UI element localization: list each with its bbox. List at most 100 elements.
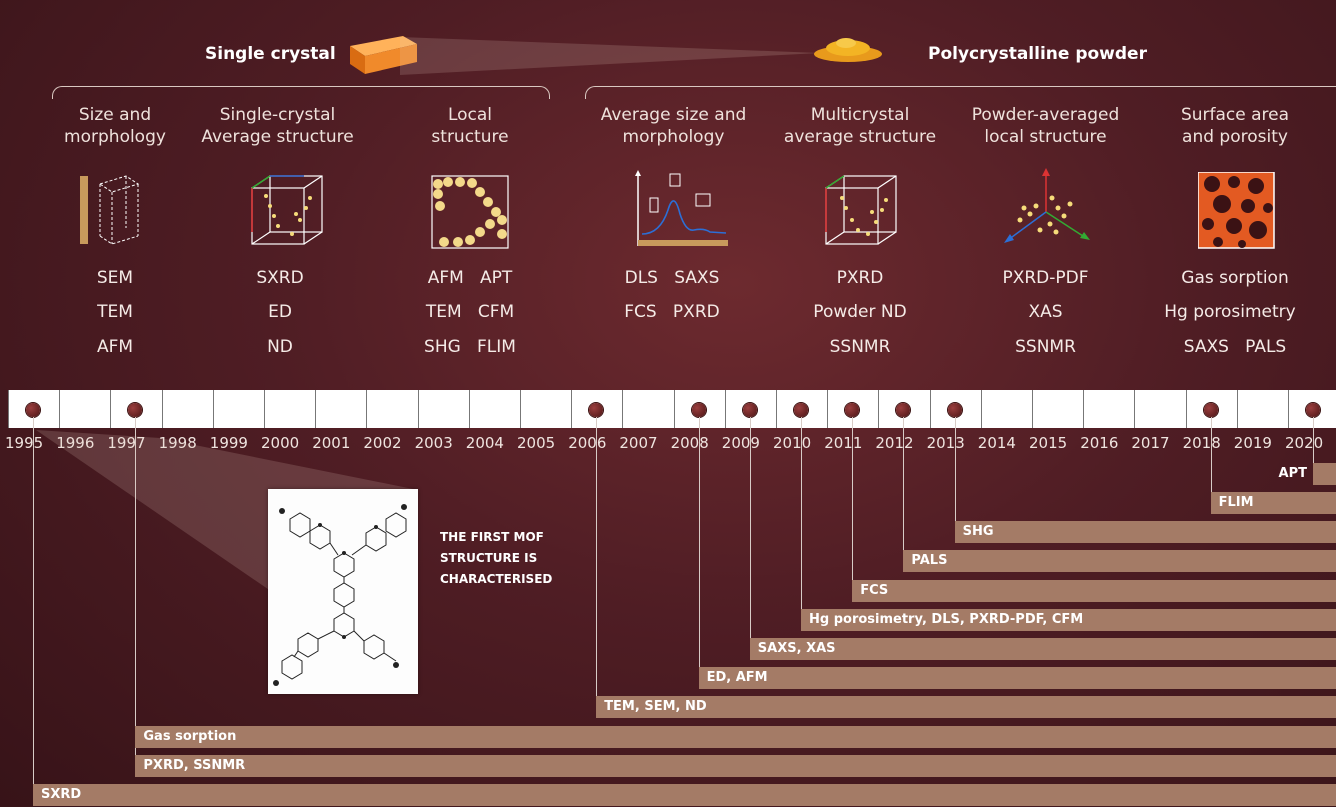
- year-label: 2014: [977, 434, 1016, 452]
- year-label: 2006: [568, 434, 607, 452]
- crystal-size-ruler-icon: [80, 175, 140, 245]
- year-label: 2020: [1285, 434, 1324, 452]
- milestone-label: Hg porosimetry, DLS, PXRD-PDF, CFM: [809, 611, 1084, 627]
- milestone-bar: [135, 754, 1336, 777]
- column-title-line: Size and: [78, 105, 152, 125]
- year-label: 2015: [1029, 434, 1068, 452]
- technique-label: DLS SAXS: [624, 268, 720, 288]
- milestone-connector: [1210, 417, 1212, 492]
- timeline-cell: [110, 390, 162, 428]
- technique-label: SAXS PALS: [1183, 337, 1287, 357]
- column-title-line: Local: [447, 105, 493, 125]
- milestone-label: ED, AFM: [706, 670, 768, 686]
- technique-label: Hg porosimetry: [1164, 302, 1296, 322]
- single-crystal-label: Single crystal: [205, 44, 336, 64]
- timeline-cell: [1236, 390, 1289, 428]
- timeline-cell: [724, 390, 777, 428]
- first-mof-caption-line: THE FIRST MOF: [440, 530, 544, 544]
- milestone-dot: [691, 403, 706, 417]
- milestone-bar: [749, 638, 1336, 660]
- year-label: 2005: [517, 434, 556, 452]
- milestone-dot: [128, 403, 143, 417]
- timeline-cell: [776, 390, 828, 428]
- technique-label: AFM APT: [427, 268, 513, 288]
- milestone-connector: [33, 417, 34, 784]
- unit-cell-box-icon: [251, 175, 323, 245]
- technique-label: Powder ND: [813, 302, 907, 322]
- year-label: 2018: [1182, 434, 1221, 452]
- column-title-line: morphology: [622, 127, 725, 147]
- milestone-dot: [845, 403, 860, 417]
- technique-label: ND: [267, 337, 293, 357]
- mof-structure-drawing-icon: [273, 504, 407, 686]
- column-title-line: Single-crystal: [219, 105, 336, 125]
- milestone-connector: [698, 417, 700, 668]
- milestone-bar: [1313, 462, 1336, 485]
- single-crystal-brace: [52, 86, 550, 99]
- timeline-cell: [520, 390, 572, 428]
- year-label: 2013: [926, 434, 965, 452]
- milestone-label: APT: [1278, 465, 1307, 481]
- year-label: 1999: [209, 434, 248, 452]
- column-title-line: Surface area: [1180, 105, 1290, 125]
- timeline-cell: [1288, 390, 1336, 428]
- year-label: 2004: [465, 434, 504, 452]
- milestone-connector: [903, 417, 905, 551]
- milestone-label: PALS: [911, 553, 948, 569]
- timeline-cell: [878, 390, 930, 428]
- milestone-connector: [852, 417, 854, 580]
- column-title-line: average structure: [783, 127, 937, 147]
- timeline-cell: [1185, 390, 1238, 428]
- milestone-label: TEM, SEM, ND: [604, 699, 707, 715]
- technique-label: XAS: [1028, 302, 1063, 322]
- column-title-line: local structure: [984, 127, 1107, 147]
- pore-structure-icon: [431, 175, 509, 249]
- milestone-bar: [33, 784, 1336, 806]
- technique-label: TEM CFM: [425, 302, 515, 322]
- milestone-label: FLIM: [1218, 495, 1254, 510]
- timeline-cell: [929, 390, 982, 428]
- column-title-line: Average structure: [201, 127, 354, 147]
- timeline-cell: [827, 390, 879, 428]
- column-title-line: Average size and: [600, 105, 747, 125]
- timeline-cell: [1032, 390, 1084, 428]
- technique-label: PXRD-PDF: [1002, 268, 1089, 288]
- timeline-cell: [673, 390, 726, 428]
- timeline-cell: [366, 390, 418, 428]
- milestone-connector: [801, 417, 802, 609]
- milestone-label: PXRD, SSNMR: [143, 757, 246, 773]
- powder-unit-cell-icon: [825, 175, 897, 245]
- technique-label: SXRD: [256, 268, 304, 288]
- technique-label: PXRD: [836, 268, 884, 288]
- year-label: 2017: [1131, 434, 1170, 452]
- milestone-bar: [596, 696, 1336, 719]
- milestone-connector: [1313, 417, 1314, 463]
- powder-pile-icon: [814, 38, 882, 62]
- year-label: 2008: [670, 434, 709, 452]
- technique-label: AFM: [96, 337, 134, 357]
- column-title-line: Multicrystal: [810, 105, 910, 125]
- timeline-cell: [315, 390, 367, 428]
- milestone-bar: [698, 667, 1336, 690]
- milestone-dot: [1203, 403, 1218, 417]
- milestone-connector: [954, 417, 956, 522]
- first-mof-caption: THE FIRST MOF STRUCTURE IS CHARACTERISED: [440, 527, 552, 590]
- technique-label: SSNMR: [1015, 337, 1076, 357]
- timeline-cell: [417, 390, 470, 428]
- timeline-cell: [161, 390, 214, 428]
- powder-brace: [585, 86, 1336, 99]
- beam-wedge-icon: [400, 37, 820, 75]
- technique-label: FCS PXRD: [624, 302, 720, 322]
- milestone-bar: [852, 579, 1336, 602]
- timeline-cell: [264, 390, 316, 428]
- milestone-dot: [794, 403, 808, 417]
- year-label: 2009: [721, 434, 760, 452]
- timeline-cell: [59, 390, 111, 428]
- milestone-dot: [589, 403, 604, 417]
- first-mof-structure-figure: [268, 489, 418, 694]
- milestone-connector: [749, 417, 751, 638]
